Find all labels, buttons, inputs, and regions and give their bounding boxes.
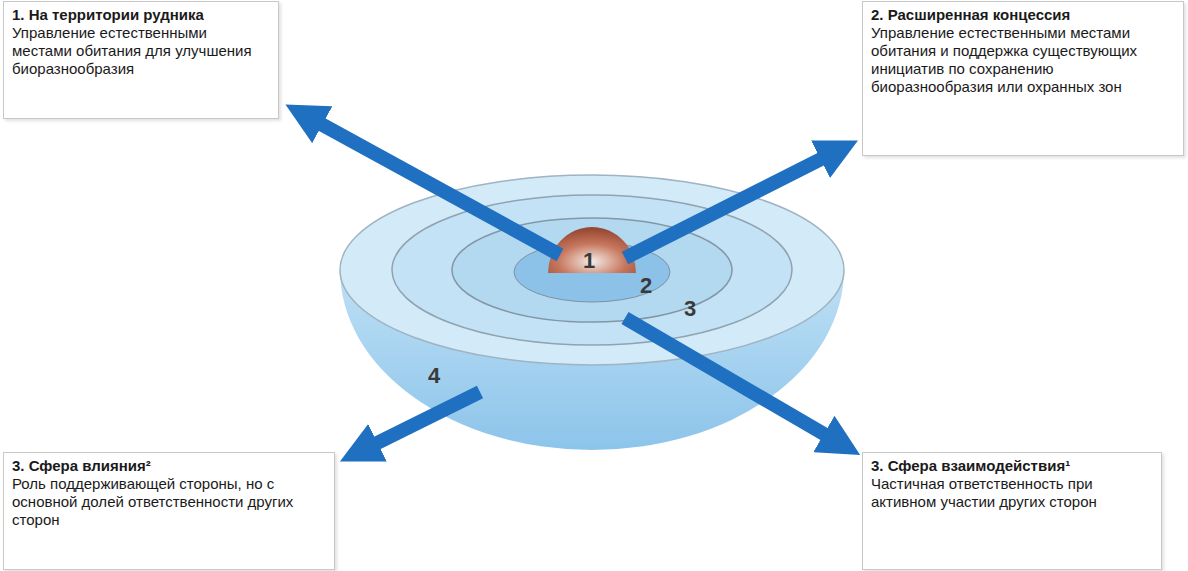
- arrow-influence: [365, 392, 480, 449]
- callout-number: 4: [428, 365, 440, 387]
- callout-number: 1: [583, 250, 595, 272]
- text-box: 1. На территории рудникаУправление естес…: [3, 1, 279, 119]
- arrow-mine-site: [310, 118, 560, 255]
- text-box: 3. Сфера влияния²Роль поддерживающей сто…: [3, 452, 335, 570]
- box-heading: 1. На территории рудника: [12, 6, 270, 24]
- ring-3: [392, 195, 792, 345]
- callout-number: 3: [684, 298, 696, 320]
- text-box: 3. Сфера взаимодействия¹Частичная ответс…: [862, 452, 1162, 570]
- ring-2: [452, 218, 732, 322]
- box-heading: 2. Расширенная концессия: [871, 6, 1175, 24]
- arrow-concession: [625, 153, 833, 258]
- box-body: Частичная ответственность при активном у…: [871, 475, 1153, 511]
- box-body: Управление естественными местами обитани…: [12, 24, 270, 78]
- ring-4: [340, 175, 844, 365]
- box-body: Управление естественными местами обитани…: [871, 24, 1175, 96]
- text-box: 2. Расширенная концессияУправление естес…: [862, 1, 1184, 156]
- callout-number: 2: [640, 275, 652, 297]
- box-heading: 3. Сфера влияния²: [12, 457, 326, 475]
- box-body: Роль поддерживающей стороны, но с основн…: [12, 475, 326, 529]
- arrow-interaction: [625, 318, 836, 441]
- box-heading: 3. Сфера взаимодействия¹: [871, 457, 1153, 475]
